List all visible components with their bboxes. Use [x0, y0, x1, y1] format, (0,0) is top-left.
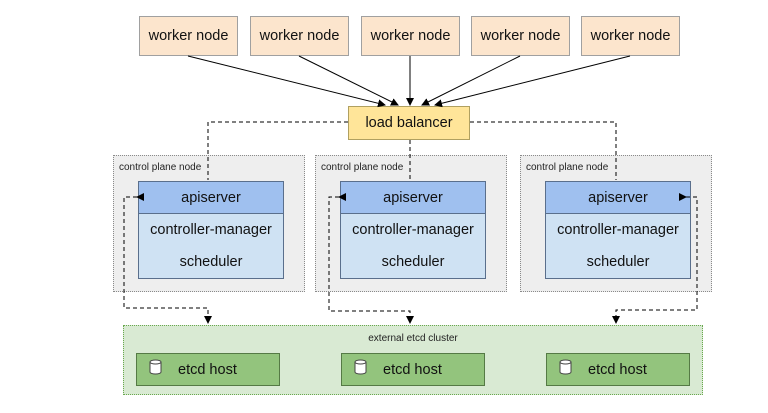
- etcd-host-1: etcd host: [136, 353, 280, 386]
- apiserver-etcd-connector: [328, 193, 414, 324]
- database-icon: [149, 359, 162, 380]
- worker-node-5: worker node: [581, 16, 680, 56]
- worker-node-1: worker node: [139, 16, 238, 56]
- control-plane-label: control plane node: [526, 162, 609, 173]
- worker-node-4: worker node: [471, 16, 570, 56]
- etcd-host-label: etcd host: [383, 361, 442, 378]
- worker-node-label: worker node: [370, 28, 451, 44]
- external-etcd-cluster: external etcd cluster etcd host etcd hos…: [123, 325, 703, 395]
- etcd-host-2: etcd host: [341, 353, 485, 386]
- worker-to-lb-connector: [187, 55, 386, 108]
- worker-node-label: worker node: [590, 28, 671, 44]
- etcd-host-label: etcd host: [588, 361, 647, 378]
- load-balancer: load balancer: [348, 106, 470, 140]
- worker-node-3: worker node: [361, 16, 460, 56]
- worker-to-lb-connector: [421, 55, 521, 106]
- apiserver-etcd-connector: [612, 193, 698, 324]
- etcd-host-label: etcd host: [178, 361, 237, 378]
- worker-node-label: worker node: [480, 28, 561, 44]
- load-balancer-label: load balancer: [365, 115, 453, 131]
- worker-node-label: worker node: [259, 28, 340, 44]
- database-icon: [559, 359, 572, 380]
- lb-to-apiserver-connector: [470, 121, 617, 180]
- worker-node-label: worker node: [148, 28, 229, 44]
- etcd-cluster-label: external etcd cluster: [368, 333, 458, 344]
- control-plane-label: control plane node: [119, 162, 202, 173]
- control-plane-label: control plane node: [321, 162, 404, 173]
- worker-to-lb-connector: [298, 55, 399, 106]
- worker-node-2: worker node: [250, 16, 349, 56]
- lb-to-apiserver-connector: [207, 121, 348, 180]
- etcd-host-3: etcd host: [546, 353, 690, 386]
- apiserver-etcd-connector: [123, 193, 212, 324]
- database-icon: [354, 359, 367, 380]
- worker-to-lb-connector: [434, 55, 631, 108]
